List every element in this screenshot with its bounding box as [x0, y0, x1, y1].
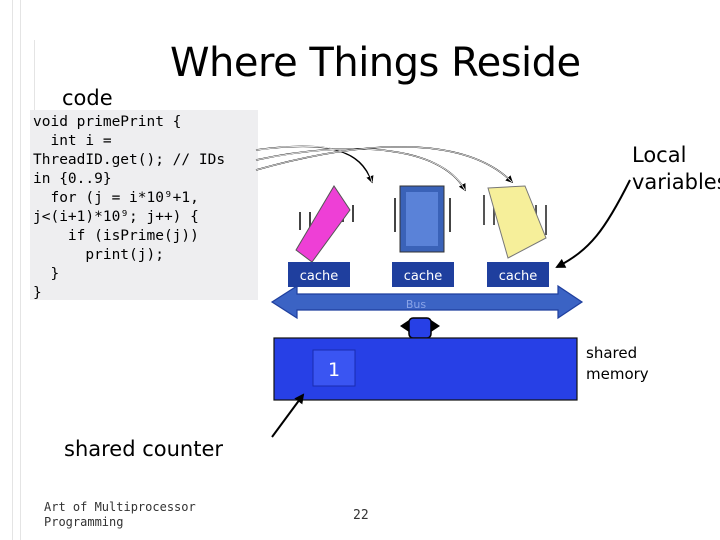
cache-box [288, 262, 350, 287]
code-box: void primePrint { int i = ThreadID.get()… [30, 110, 258, 301]
local-variables-arrow [555, 179, 631, 268]
cache-box [392, 262, 454, 287]
slide-border-line [34, 40, 35, 130]
page-number: 22 [353, 508, 369, 523]
code-to-processor-arrows [255, 145, 514, 192]
cpu-chip-icon [483, 185, 547, 259]
cache-label: cache [404, 269, 443, 284]
code-snippet: void primePrint { int i = ThreadID.get()… [33, 114, 226, 301]
code-label: code [62, 86, 113, 110]
shared-counter-label: shared counter [64, 437, 224, 461]
shared-memory-label: shared memory [586, 344, 649, 383]
slide-border-line [12, 0, 13, 540]
bus-memory-connector [400, 317, 440, 339]
cpu-chip-icon [295, 185, 354, 263]
cache-label: cache [499, 269, 538, 284]
cache-label: cache [300, 269, 339, 284]
slide-title: Where Things Reside [170, 40, 581, 86]
shared-counter-value: 1 [328, 359, 340, 381]
local-variables-label: Local variables [632, 143, 720, 194]
bus-double-arrow-icon [270, 284, 584, 320]
cpu-chip-icon [394, 185, 451, 253]
cache-box [487, 262, 549, 287]
footer-text: Art of Multiprocessor Programming [44, 500, 196, 529]
slide-border-line [20, 0, 21, 540]
shared-counter-cell [312, 349, 356, 387]
pointer-arrow-icon [271, 393, 305, 438]
bus-label: Bus [406, 298, 427, 311]
